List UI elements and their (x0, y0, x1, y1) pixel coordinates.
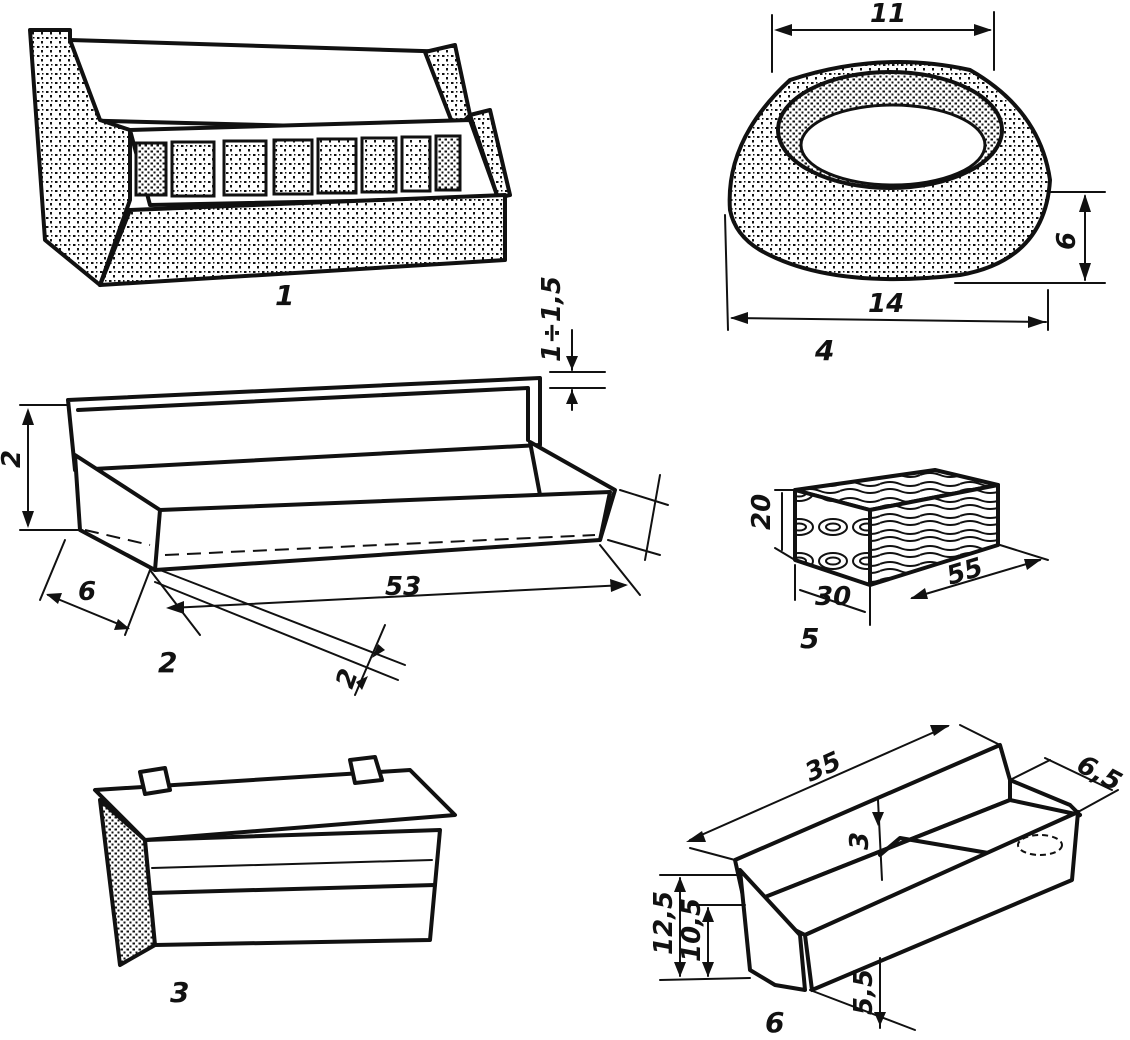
figure-4-bowl: 11 6 14 4 (724, 0, 1106, 367)
fig4-label: 4 (814, 334, 834, 367)
fig6-label: 6 (765, 1006, 784, 1039)
fig1-front-board (98, 193, 507, 287)
figure-1-feeder: 1 (28, 28, 512, 312)
fig3-hinge-left (138, 766, 172, 796)
fig6-dim-h2: 10,5 (677, 898, 707, 962)
fig6-front-wall (803, 810, 1080, 992)
fig4-bowl-inner (799, 103, 987, 187)
fig4-dim-top: 11 (870, 0, 906, 29)
fig3-label: 3 (170, 976, 189, 1009)
fig5-dim-width: 30 (815, 582, 851, 612)
fig2-label: 2 (158, 646, 177, 679)
figure-6-trough: 35 6,5 3 12,5 10,5 5,5 6 (649, 724, 1126, 1039)
fig4-dim-height: 6 (1052, 232, 1082, 250)
fig1-right-end (468, 108, 512, 200)
fig6-dim-h1: 12,5 (649, 891, 679, 955)
figure-5-block: 20 30 55 5 (747, 468, 1049, 655)
fig2-dim-lip: 1÷1,5 (537, 276, 567, 362)
fig2-back-panel (66, 376, 542, 472)
fig6-dim-partition: 3 (845, 832, 875, 850)
figure-3-box: 3 (93, 755, 457, 1009)
fig2-dim-height: 2 (0, 450, 27, 468)
fig2-dim-depth: 6 (78, 577, 96, 607)
fig6-dim-h3: 5,5 (849, 969, 879, 1015)
fig5-side (868, 483, 1000, 587)
fig1-label: 1 (275, 279, 294, 312)
fig5-dim-height: 20 (747, 494, 777, 530)
fig3-hinge-right (348, 755, 384, 785)
fig2-dim-length: 53 (385, 572, 421, 602)
fig4-dim-bottom: 14 (868, 289, 904, 319)
fig1-slats (134, 134, 462, 198)
fig2-dim-thickness: 2 (330, 665, 364, 692)
fig1-back-panel (68, 38, 457, 132)
fig6-left-end (738, 868, 807, 992)
fig3-lid (93, 768, 457, 842)
figure-2-trough: 2 1÷1,5 6 53 2 2 (0, 276, 669, 696)
fig5-label: 5 (800, 622, 819, 655)
fig6-dim-length: 35 (801, 746, 846, 788)
